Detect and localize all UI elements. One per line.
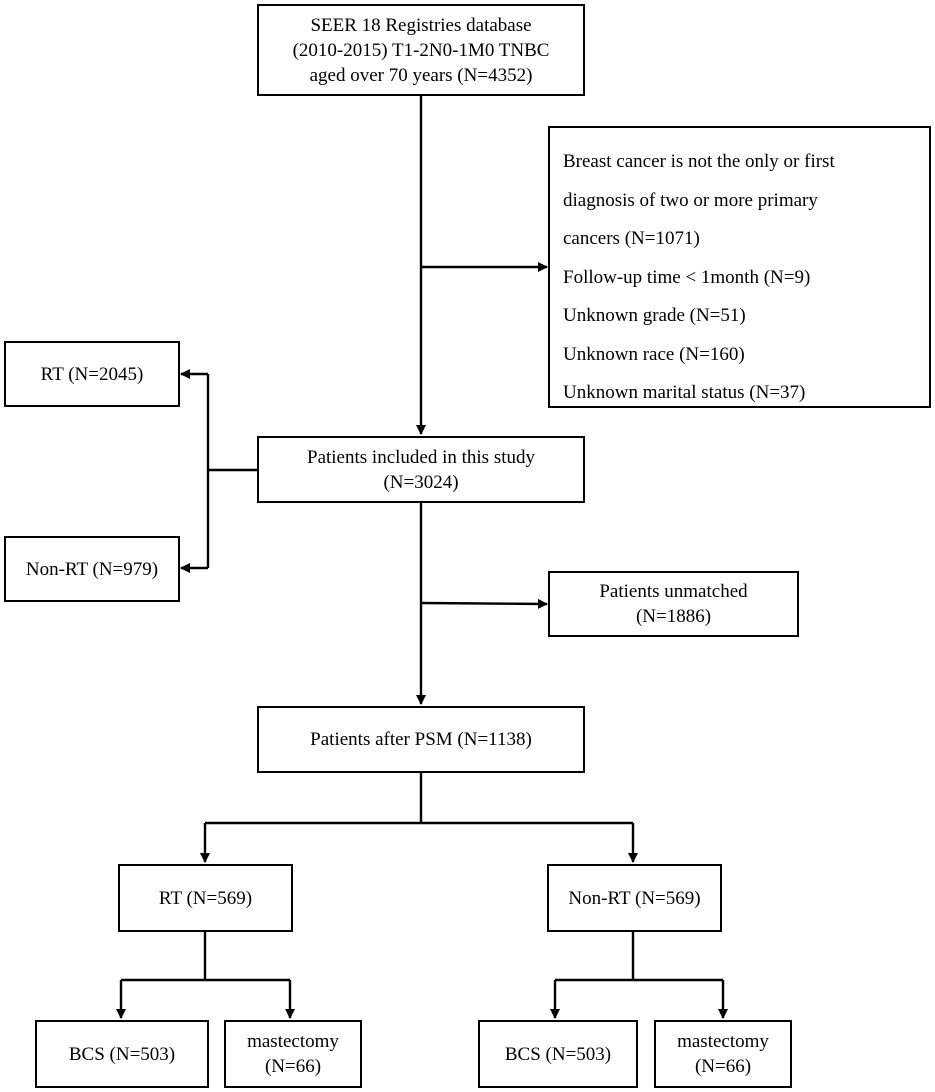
unmatched-box: Patients unmatched (N=1886) <box>548 571 799 637</box>
nonrt-all-label: Non-RT (N=979) <box>25 558 159 580</box>
exclusion-line-4: Follow-up time < 1month (N=9) <box>563 266 811 288</box>
rt-mastectomy-line-2: (N=66) <box>264 1056 322 1077</box>
psm-label: Patients after PSM (N=1138) <box>310 729 532 750</box>
nonrt-psm-box: Non-RT (N=569) <box>547 864 722 932</box>
rt-all-box: RT (N=2045) <box>4 341 180 407</box>
included-box: Patients included in this study (N=3024) <box>257 436 585 503</box>
exclusions-box: Breast cancer is not the only or first d… <box>548 126 931 408</box>
nonrt-mastectomy-line-1: mastectomy <box>677 1031 769 1052</box>
nonrt-all-box: Non-RT (N=979) <box>4 536 180 602</box>
unmatched-line-1: Patients unmatched <box>599 581 748 602</box>
exclusion-line-5: Unknown grade (N=51) <box>563 305 746 326</box>
psm-box: Patients after PSM (N=1138) <box>257 706 585 773</box>
source-box: SEER 18 Registries database (2010-2015) … <box>257 4 585 96</box>
rt-all-label: RT (N=2045) <box>40 363 144 385</box>
exclusion-line-3: cancers (N=1071) <box>563 228 700 249</box>
exclusion-line-7: Unknown marital status (N=37) <box>563 382 806 403</box>
nonrt-bcs-label: BCS (N=503) <box>504 1043 612 1065</box>
rt-bcs-label: BCS (N=503) <box>68 1043 176 1065</box>
nonrt-psm-label: Non-RT (N=569) <box>568 887 701 909</box>
source-line-1: SEER 18 Registries database <box>310 14 532 36</box>
nonrt-bcs-box: BCS (N=503) <box>478 1020 638 1088</box>
nonrt-mastectomy-box: mastectomy (N=66) <box>654 1020 792 1088</box>
source-line-3: aged over 70 years (N=4352) <box>309 64 533 86</box>
source-line-2: (2010-2015) T1-2N0-1M0 TNBC <box>292 39 550 61</box>
arrow-to-unmatched <box>420 598 548 609</box>
rt-mastectomy-line-1: mastectomy <box>247 1031 339 1052</box>
rt-psm-label: RT (N=569) <box>158 887 253 909</box>
rt-mastectomy-box: mastectomy (N=66) <box>224 1020 362 1088</box>
unmatched-line-2: (N=1886) <box>635 606 712 627</box>
exclusion-line-1: Breast cancer is not the only or first <box>563 151 835 172</box>
nonrt-mastectomy-line-2: (N=66) <box>694 1056 752 1077</box>
rt-psm-box: RT (N=569) <box>118 864 293 932</box>
included-line-2: (N=3024) <box>383 471 459 493</box>
included-line-1: Patients included in this study <box>307 446 535 468</box>
exclusion-line-2: diagnosis of two or more primary <box>563 189 818 211</box>
exclusion-line-6: Unknown race (N=160) <box>563 343 745 365</box>
rt-bcs-box: BCS (N=503) <box>35 1020 209 1088</box>
